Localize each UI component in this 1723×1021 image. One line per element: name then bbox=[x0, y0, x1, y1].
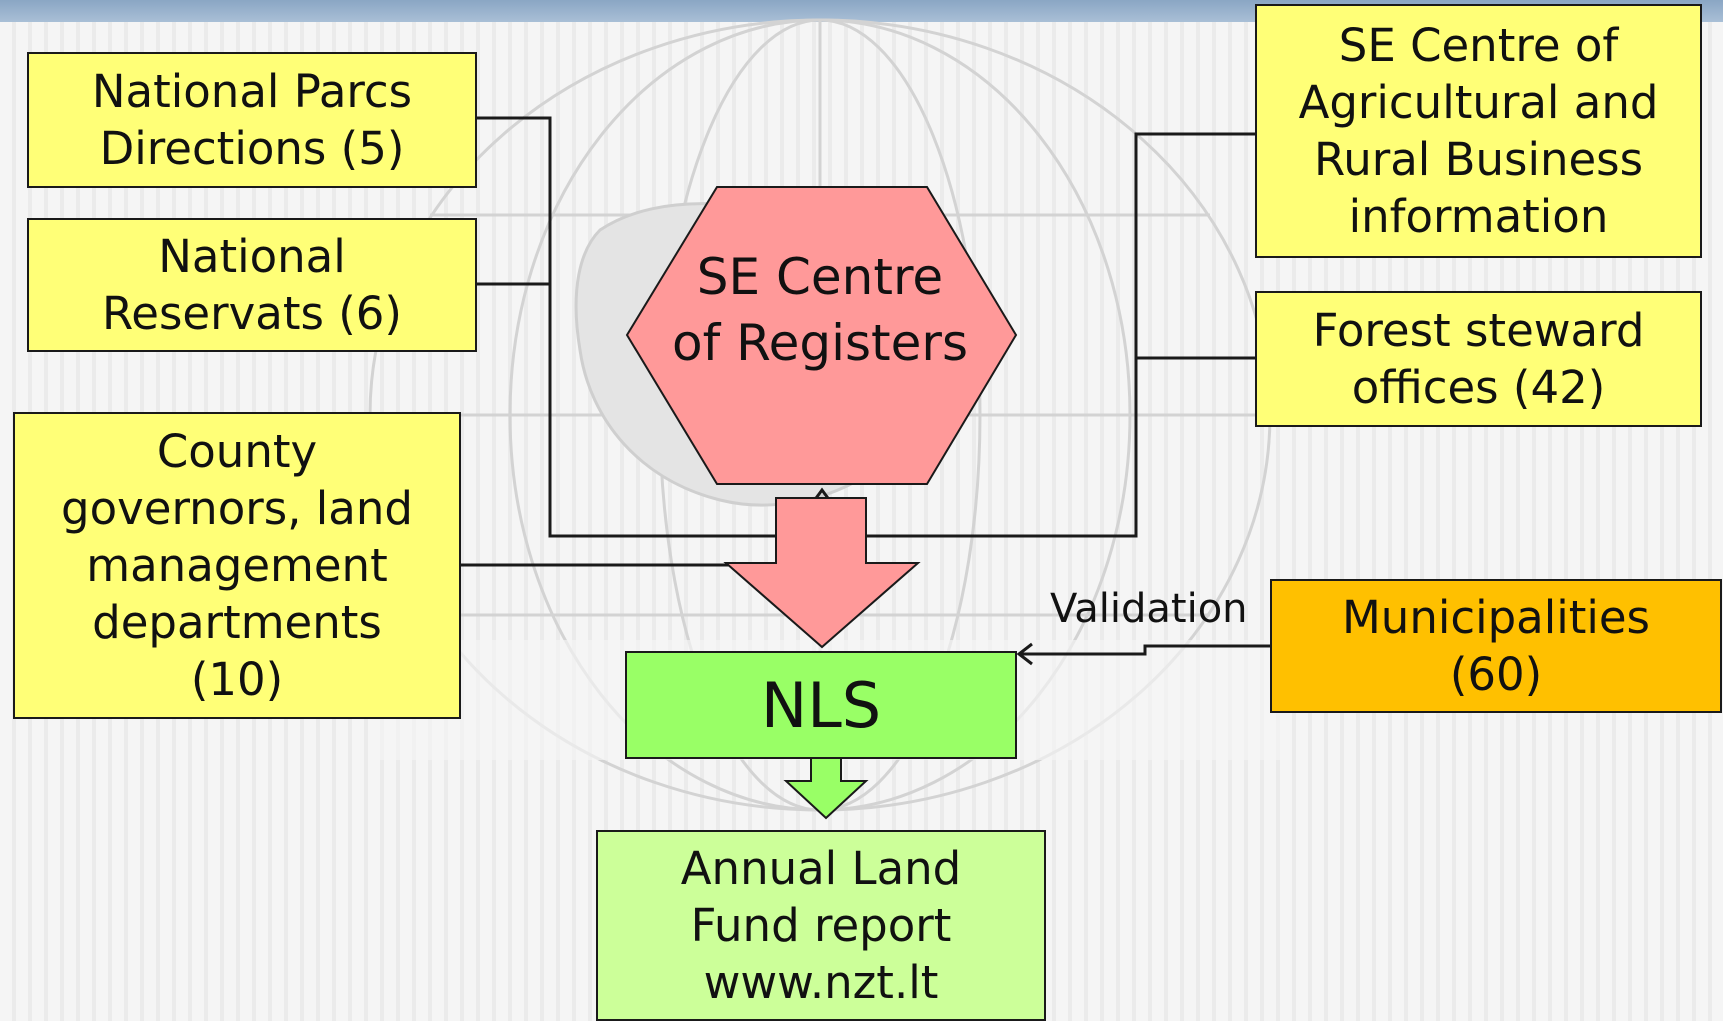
registers-label-line: of Registers bbox=[672, 314, 968, 372]
box-line: NLS bbox=[760, 668, 882, 742]
box-line: Forest steward bbox=[1312, 304, 1645, 357]
down-arrow-green-icon bbox=[783, 757, 869, 820]
box-line: County bbox=[156, 425, 318, 478]
box-line: (60) bbox=[1449, 648, 1543, 701]
box-county-governors: County governors, land management depart… bbox=[13, 412, 461, 719]
validation-arrowhead-icon bbox=[1016, 642, 1033, 666]
box-se-centre-agricultural: SE Centre of Agricultural and Rural Busi… bbox=[1255, 4, 1702, 258]
registers-hexagon bbox=[625, 186, 1018, 485]
down-arrow-icon bbox=[723, 497, 921, 649]
registers-label-line: SE Centre bbox=[696, 248, 944, 306]
box-nls: NLS bbox=[625, 651, 1017, 759]
box-line: Rural Business bbox=[1313, 133, 1644, 186]
box-line: www.nzt.lt bbox=[703, 956, 939, 1009]
box-line: Agricultural and bbox=[1298, 76, 1659, 129]
box-line: Fund report bbox=[690, 899, 952, 952]
box-line: offices (42) bbox=[1351, 361, 1606, 414]
box-forest-steward: Forest steward offices (42) bbox=[1255, 291, 1702, 427]
box-line: governors, land bbox=[61, 482, 413, 535]
box-line: Annual Land bbox=[680, 842, 962, 895]
connector-validation bbox=[1020, 644, 1270, 656]
box-line: National Parcs bbox=[91, 65, 413, 118]
box-line: departments bbox=[92, 596, 382, 649]
box-national-reservats: National Reservats (6) bbox=[27, 218, 477, 352]
box-line: Reservats (6) bbox=[102, 287, 402, 340]
box-annual-report: Annual Land Fund report www.nzt.lt bbox=[596, 830, 1046, 1021]
box-line: Directions (5) bbox=[99, 122, 405, 175]
validation-label: Validation bbox=[1050, 586, 1248, 632]
box-line: information bbox=[1348, 190, 1609, 243]
box-line: (10) bbox=[190, 653, 284, 706]
box-line: National bbox=[158, 230, 346, 283]
box-line: SE Centre of bbox=[1338, 19, 1619, 72]
box-municipalities: Municipalities (60) bbox=[1270, 579, 1722, 713]
box-line: Municipalities bbox=[1341, 591, 1651, 644]
box-line: management bbox=[86, 539, 388, 592]
box-national-parcs: National Parcs Directions (5) bbox=[27, 52, 477, 188]
registers-label: SE Centre of Registers bbox=[620, 240, 1020, 380]
